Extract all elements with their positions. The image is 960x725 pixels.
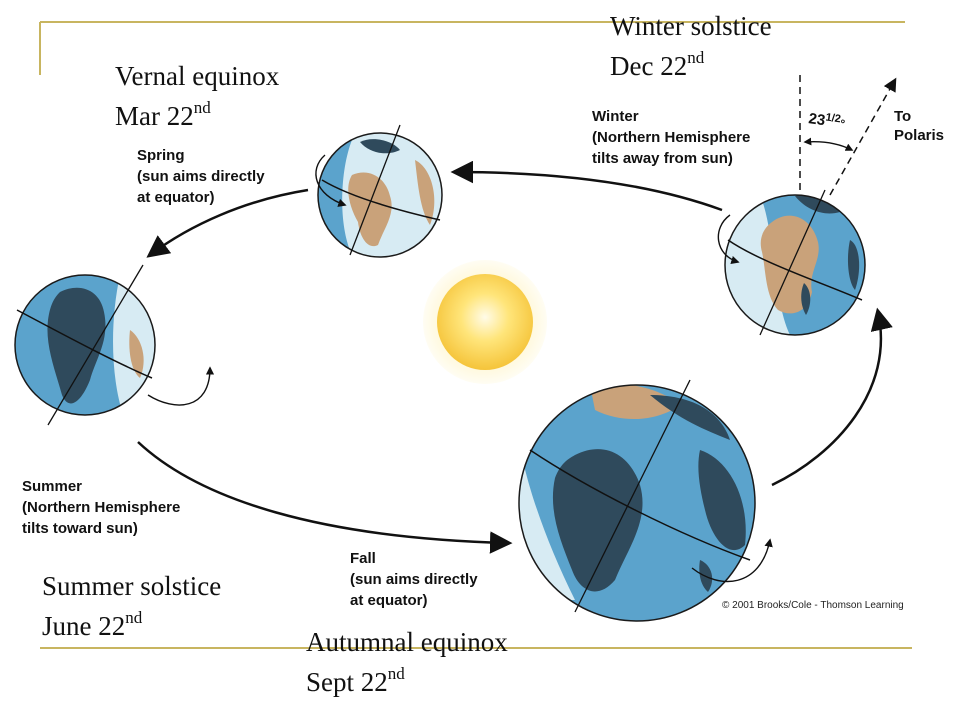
caption-summer-line2: June 22nd [42, 608, 143, 641]
caption-summer-line1: Summer solstice [42, 571, 222, 601]
axis-to-polaris-arrow [829, 77, 897, 196]
season-label-spring: Spring (sun aims directly at equator) [137, 147, 265, 206]
sun [423, 260, 547, 384]
season-label-summer: Summer (Northern Hemisphere tilts toward… [22, 478, 180, 537]
tilt-angle-arc [803, 137, 854, 151]
svg-text:Winter: Winter [592, 108, 639, 125]
svg-text:Fall: Fall [350, 550, 376, 567]
polaris-label-line1: To [894, 108, 911, 125]
tilt-angle-label: 231/2° [807, 109, 846, 132]
caption-summer-solstice: Summer solstice June 22nd [42, 566, 221, 646]
orbit-arrow-winter-to-spring [450, 160, 723, 212]
svg-text:(Northern Hemisphere: (Northern Hemisphere [22, 499, 180, 516]
caption-vernal-line2: Mar 22nd [115, 98, 211, 131]
tilt-indicator: 231/2° To Polaris [799, 75, 944, 196]
caption-vernal-line1: Vernal equinox [115, 61, 280, 91]
caption-winter-line1: Winter solstice [610, 11, 772, 41]
copyright-notice: © 2001 Brooks/Cole - Thomson Learning [722, 600, 904, 611]
caption-autumnal-line2: Sept 22nd [306, 664, 405, 697]
caption-winter-solstice: Winter solstice Dec 22nd [610, 6, 772, 86]
season-label-winter: Winter (Northern Hemisphere tilts away f… [592, 108, 750, 167]
svg-text:(sun aims directly: (sun aims directly [137, 168, 265, 185]
caption-autumnal-equinox: Autumnal equinox Sept 22nd [306, 622, 508, 702]
orbit-arrow-fall-to-winter [771, 307, 893, 487]
globe-fall [518, 379, 773, 622]
caption-vernal-equinox: Vernal equinox Mar 22nd [115, 56, 279, 136]
orbit-arrow-spring-to-summer [146, 188, 309, 258]
globe-spring [315, 124, 443, 258]
svg-text:Summer: Summer [22, 478, 82, 495]
svg-text:Spring: Spring [137, 147, 185, 164]
svg-text:tilts away from sun): tilts away from sun) [592, 150, 733, 167]
svg-text:at equator): at equator) [137, 189, 215, 206]
season-label-fall: Fall (sun aims directly at equator) [350, 550, 478, 609]
svg-text:at equator): at equator) [350, 592, 428, 609]
svg-text:(Northern Hemisphere: (Northern Hemisphere [592, 129, 750, 146]
orbit-arrow-summer-to-fall [137, 441, 513, 554]
caption-winter-line2: Dec 22nd [610, 48, 705, 81]
svg-text:(sun aims directly: (sun aims directly [350, 571, 478, 588]
globe-summer [14, 264, 215, 426]
polaris-label-line2: Polaris [894, 127, 944, 144]
caption-autumnal-line1: Autumnal equinox [306, 627, 508, 657]
svg-text:tilts toward sun): tilts toward sun) [22, 520, 138, 537]
globe-winter [717, 189, 866, 336]
